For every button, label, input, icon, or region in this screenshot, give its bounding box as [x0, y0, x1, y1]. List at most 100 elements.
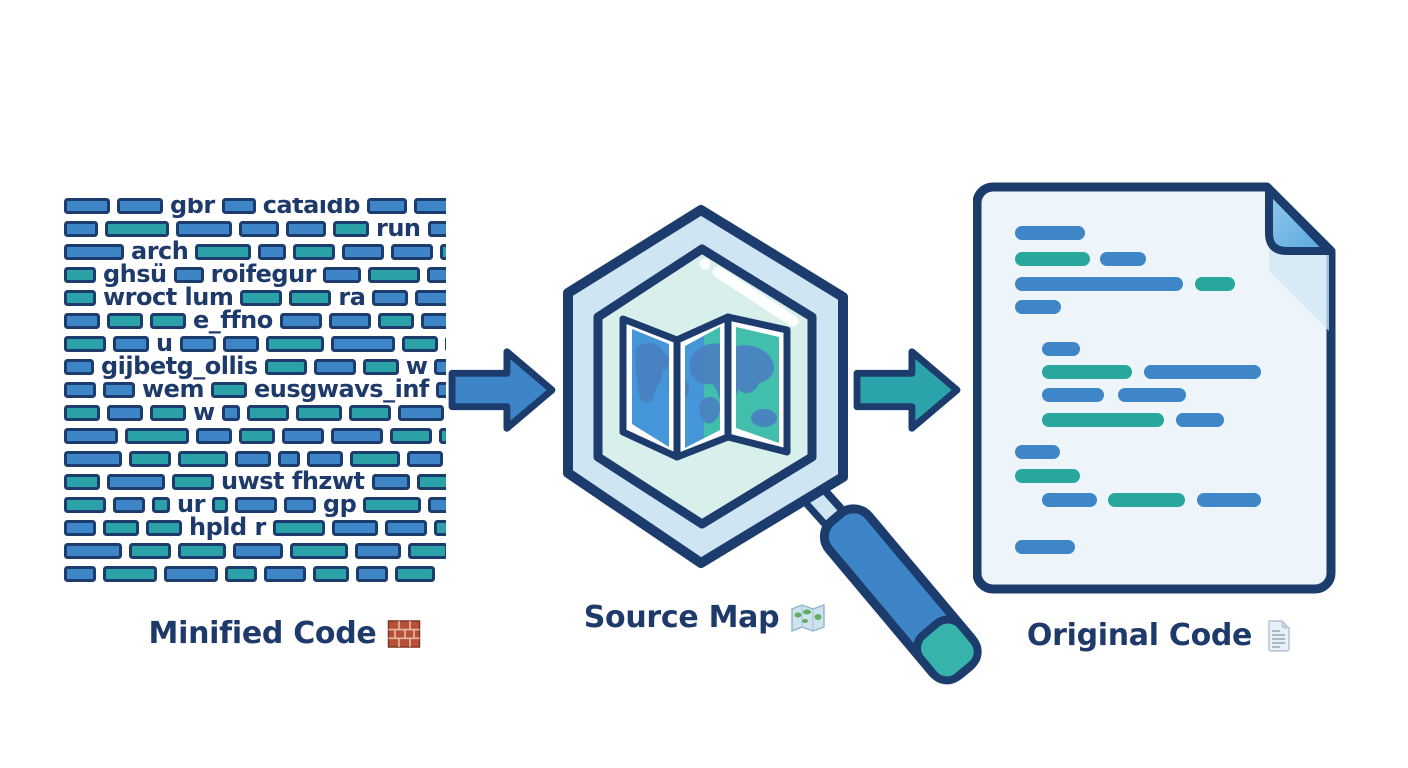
code-brick [64, 267, 96, 283]
source-map-caption: Source Map [520, 600, 890, 635]
code-brick [363, 497, 422, 513]
code-brick [179, 336, 216, 352]
code-brick [246, 405, 289, 421]
brick-row: w [64, 400, 446, 424]
code-brick [433, 520, 446, 536]
code-brick [413, 198, 446, 214]
code-brick [444, 336, 446, 352]
minified-code-label: Minified Code [148, 616, 377, 651]
lens-shine [699, 258, 799, 327]
code-brick [279, 313, 322, 329]
magnifier-handle [819, 504, 982, 685]
code-brick [395, 566, 435, 582]
code-brick [64, 566, 96, 582]
brick-row: ur gp [64, 490, 446, 518]
code-brick [178, 451, 228, 467]
code-brick [152, 497, 170, 513]
code-brick [295, 405, 342, 421]
code-brick [401, 336, 438, 352]
code-brick [372, 290, 409, 306]
code-brick [164, 566, 218, 582]
code-brick [64, 520, 96, 536]
brick-row: e_ffno [64, 306, 446, 334]
code-brick [129, 543, 171, 559]
minified-token: hpld r [189, 513, 266, 541]
code-line-pill [1015, 277, 1183, 291]
code-brick [366, 198, 407, 214]
folded-map-icon [619, 313, 791, 461]
brick-row: hpld r [64, 513, 446, 541]
source-map-label: Source Map [583, 600, 780, 635]
code-brick [64, 428, 118, 444]
minified-token: u [156, 329, 173, 357]
code-brick [64, 221, 98, 237]
code-line-pill [1042, 365, 1132, 379]
code-brick [107, 405, 143, 421]
code-brick [105, 221, 169, 237]
code-brick [342, 244, 385, 260]
code-brick [258, 244, 287, 260]
brick-row: ghsü roifegur [64, 260, 446, 288]
minified-token: run [376, 214, 421, 242]
code-line-pill [1144, 365, 1261, 379]
code-brick [235, 451, 271, 467]
code-brick [64, 359, 94, 375]
code-line-pill [1042, 342, 1080, 356]
world-map-emoji-icon [791, 603, 825, 632]
code-brick [221, 405, 240, 421]
code-brick [113, 497, 145, 513]
code-line-pill [1042, 388, 1104, 402]
minified-token: e_ffno [193, 306, 273, 334]
brick-row: gijbetg_ollis w [64, 352, 446, 380]
code-brick [64, 405, 100, 421]
minified-token: cataidb [262, 198, 361, 219]
minified-token: gp [322, 490, 357, 518]
code-brick [234, 497, 277, 513]
code-brick [390, 428, 432, 444]
minified-token: roifegur [210, 260, 317, 288]
code-brick [439, 428, 446, 444]
minified-token: eusgwavs_inf [253, 375, 429, 403]
code-brick [150, 405, 186, 421]
code-brick [103, 566, 157, 582]
code-brick [64, 474, 100, 490]
code-line-pill [1195, 277, 1235, 291]
code-brick [283, 497, 316, 513]
code-brick [150, 313, 186, 329]
code-line-pill [1042, 493, 1097, 507]
minified-token: uwst fhzwt [221, 467, 365, 495]
code-brick [350, 451, 400, 467]
page-emoji-icon [1268, 619, 1291, 652]
code-brick [282, 428, 324, 444]
minified-token: w [405, 352, 428, 380]
code-brick [225, 566, 257, 582]
code-line-pill [1197, 493, 1261, 507]
code-brick [286, 221, 326, 237]
code-brick [307, 451, 343, 467]
source-map-magnifier-icon [563, 205, 982, 685]
minified-token: ur [177, 490, 205, 518]
code-brick [64, 313, 100, 329]
minified-token: ghsü [103, 260, 167, 288]
code-brick [427, 267, 446, 283]
code-brick [211, 497, 228, 513]
code-line-pill [1176, 413, 1224, 427]
code-brick [440, 244, 446, 260]
code-line-pill [1108, 493, 1185, 507]
code-brick [293, 244, 336, 260]
code-brick [64, 198, 110, 214]
code-brick [107, 313, 143, 329]
code-brick [129, 451, 171, 467]
code-line-pill [1015, 540, 1075, 554]
code-brick [233, 543, 283, 559]
code-brick [290, 543, 348, 559]
code-brick [107, 474, 165, 490]
code-brick [368, 267, 421, 283]
minified-token: gijbetg_ollis [101, 352, 258, 380]
folded-corner [1265, 185, 1333, 255]
code-brick [416, 474, 446, 490]
